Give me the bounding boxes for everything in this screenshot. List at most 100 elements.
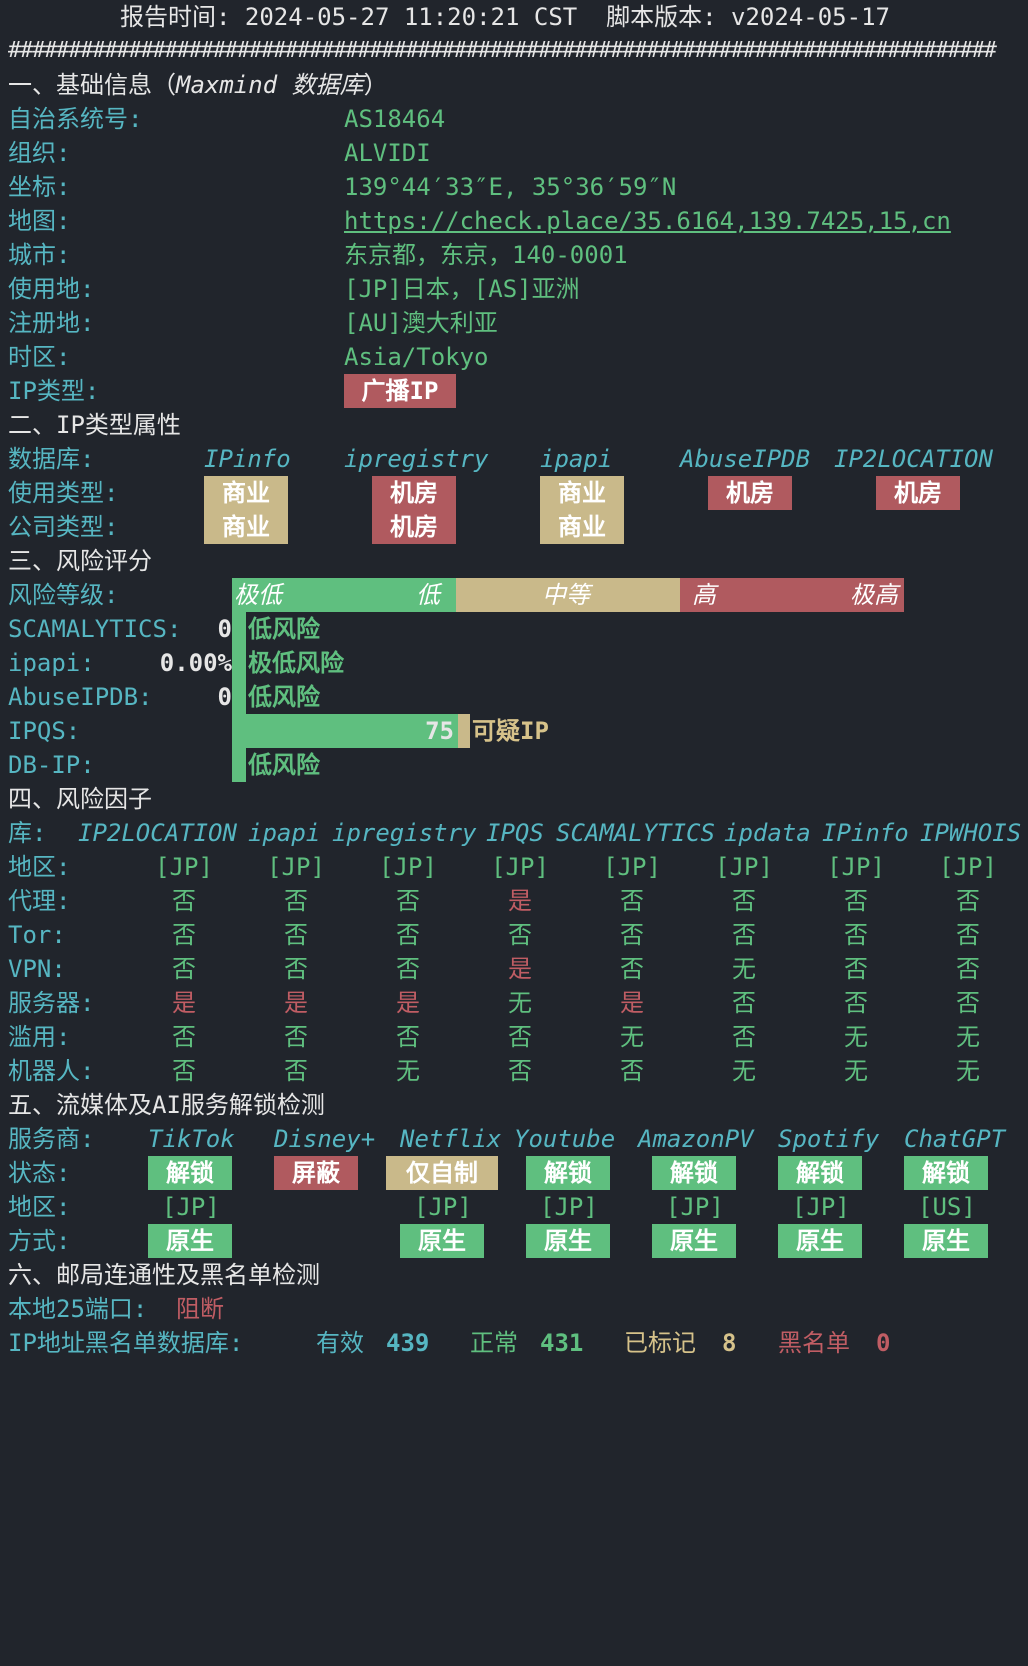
valid-count: 439: [386, 1329, 430, 1357]
org-label: 组织:: [8, 139, 71, 167]
row-org: 组织: ALVIDI: [8, 136, 1020, 170]
factor-label-tor: Tor:: [8, 921, 66, 949]
map-link[interactable]: https://check.place/35.6164,139.7425,15,…: [344, 207, 951, 235]
factor-cell-region-ipregistry: [JP]: [379, 853, 437, 881]
row-registered: 注册地: [AU]澳大利亚: [8, 306, 1020, 340]
db-ip2location: IP2LOCATION: [834, 445, 993, 473]
factor-row-server: 服务器:是是是无是否否否: [8, 986, 1020, 1020]
factor-cell-robot-ipqs: 否: [508, 1057, 532, 1085]
row-dbip-risk: DB-IP: 低风险: [8, 748, 1020, 782]
db-label: 数据库:: [8, 445, 95, 473]
row-libs: 库: IP2LOCATION ipapi ipregistry IPQS SCA…: [8, 816, 1021, 850]
factor-label-abuse: 滥用:: [8, 1023, 71, 1051]
factor-cell-tor-ip2location: 否: [172, 921, 196, 949]
factor-cell-server-scamalytics: 是: [620, 989, 644, 1017]
factor-cell-robot-ip2location: 否: [172, 1057, 196, 1085]
db-ipapi: ipapi: [540, 445, 613, 473]
iptype-badge: 广播IP: [344, 374, 456, 408]
separator-line: ########################################…: [8, 38, 997, 63]
factor-cell-server-ipqs: 无: [508, 989, 532, 1017]
use-type-abuseipdb: 机房: [708, 476, 792, 510]
marked-count: 8: [722, 1329, 737, 1357]
abuseipdb-risk-label: AbuseIPDB:: [8, 683, 153, 711]
use-type-ipinfo: 商业: [204, 476, 288, 510]
factor-cell-tor-ipwhois: 否: [956, 921, 980, 949]
row-ipapi-risk: ipapi: 0.00% 极低风险: [8, 646, 1020, 680]
method-spotify: 原生: [778, 1224, 862, 1258]
use-type-ipapi: 商业: [540, 476, 624, 510]
company-type-ipinfo: 商业: [204, 510, 288, 544]
factor-label-proxy: 代理:: [8, 887, 71, 915]
row-abuseipdb-risk: AbuseIPDB: 0 低风险: [8, 680, 1020, 714]
timezone-label: 时区:: [8, 343, 71, 371]
factor-cell-region-ipdata: [JP]: [715, 853, 773, 881]
dbip-risk-label: DB-IP:: [8, 751, 95, 779]
usage-place-label: 使用地:: [8, 275, 95, 303]
normal-count: 431: [540, 1329, 584, 1357]
factor-row-abuse: 滥用:否否否否无否无无: [8, 1020, 1020, 1054]
method-amazonpv: 原生: [652, 1224, 736, 1258]
factor-cell-tor-ipdata: 否: [732, 921, 756, 949]
db-ipinfo: IPinfo: [204, 445, 291, 473]
section-risk-title: 三、风险评分: [8, 547, 152, 575]
factor-cell-vpn-ipinfo: 否: [844, 955, 868, 983]
asn-value: AS18464: [344, 105, 446, 133]
factor-cell-proxy-ipwhois: 否: [956, 887, 980, 915]
service-spotify: Spotify: [778, 1125, 880, 1153]
section-basic-title: 一、基础信息（Maxmind 数据库）: [8, 71, 388, 99]
status-disney: 屏蔽: [274, 1156, 358, 1190]
factor-cell-vpn-ip2location: 否: [172, 955, 196, 983]
row-status: 状态: 解锁 屏蔽 仅自制 解锁 解锁 解锁 解锁: [8, 1156, 1020, 1190]
status-youtube: 解锁: [526, 1156, 610, 1190]
risk-scale-very-high: 极高: [850, 581, 898, 609]
status-amazonpv: 解锁: [652, 1156, 736, 1190]
service-amazonpv: AmazonPV: [638, 1125, 754, 1153]
dbip-risk-desc: 低风险: [248, 751, 320, 779]
ipapi-risk-label: ipapi:: [8, 649, 95, 677]
blacklist-label: IP地址黑名单数据库:: [8, 1329, 244, 1357]
ipapi-risk-bar: [232, 646, 246, 680]
row-db-header: 数据库: IPinfo ipregistry ipapi AbuseIPDB I…: [8, 442, 1020, 476]
factor-cell-tor-ipqs: 否: [508, 921, 532, 949]
factor-row-tor: Tor:否否否否否否否否: [8, 918, 1020, 952]
lib-scamalytics: SCAMALYTICS: [556, 819, 715, 847]
db-ipregistry: ipregistry: [344, 445, 489, 473]
dbip-risk-bar: [232, 748, 246, 782]
factor-cell-abuse-ipapi: 否: [284, 1023, 308, 1051]
company-type-ipapi: 商业: [540, 510, 624, 544]
risk-scale-medium: 中等: [542, 581, 590, 609]
factor-row-vpn: VPN:否否否是否无否否: [8, 952, 1020, 986]
factor-cell-region-ipqs: [JP]: [491, 853, 549, 881]
registered-value: [AU]澳大利亚: [344, 309, 498, 337]
row-timezone: 时区: Asia/Tokyo: [8, 340, 1020, 374]
lib-ipdata: ipdata: [724, 819, 811, 847]
region-spotify: [JP]: [792, 1193, 850, 1221]
iptype-label: IP类型:: [8, 377, 100, 405]
ipqs-risk-bar-tip: [458, 714, 470, 748]
abuseipdb-risk-bar: [232, 680, 246, 714]
service-youtube: Youtube: [514, 1125, 616, 1153]
company-type-ipregistry: 机房: [372, 510, 456, 544]
abuseipdb-risk-score: 0: [217, 683, 232, 711]
row-blacklist: IP地址黑名单数据库: 有效 439 正常 431 已标记 8 黑名单 0: [8, 1326, 1020, 1360]
risk-scale-high: 高: [692, 581, 716, 609]
company-type-label: 公司类型:: [8, 513, 119, 541]
status-chatgpt: 解锁: [904, 1156, 988, 1190]
region-amazonpv: [JP]: [666, 1193, 724, 1221]
service-chatgpt: ChatGPT: [904, 1125, 1006, 1153]
status-spotify: 解锁: [778, 1156, 862, 1190]
factor-cell-server-ipregistry: 是: [396, 989, 420, 1017]
scamalytics-desc: 低风险: [248, 615, 320, 643]
report-header: 报告时间: 2024-05-27 11:20:21 CST 脚本版本: v202…: [120, 3, 890, 31]
section-iptype-title: 二、IP类型属性: [8, 411, 181, 439]
service-disney: Disney+: [274, 1125, 376, 1153]
coords-value: 139°44′33″E, 35°36′59″N: [344, 173, 677, 201]
factor-cell-vpn-ipdata: 无: [732, 955, 756, 983]
factor-cell-abuse-ipwhois: 无: [956, 1023, 980, 1051]
factor-cell-robot-ipdata: 无: [732, 1057, 756, 1085]
libs-label: 库:: [8, 819, 47, 847]
valid-label: 有效: [316, 1329, 364, 1357]
factor-cell-tor-ipapi: 否: [284, 921, 308, 949]
row-iptype: IP类型: 广播IP: [8, 374, 1020, 408]
risk-scale-low-segment: [232, 578, 456, 612]
